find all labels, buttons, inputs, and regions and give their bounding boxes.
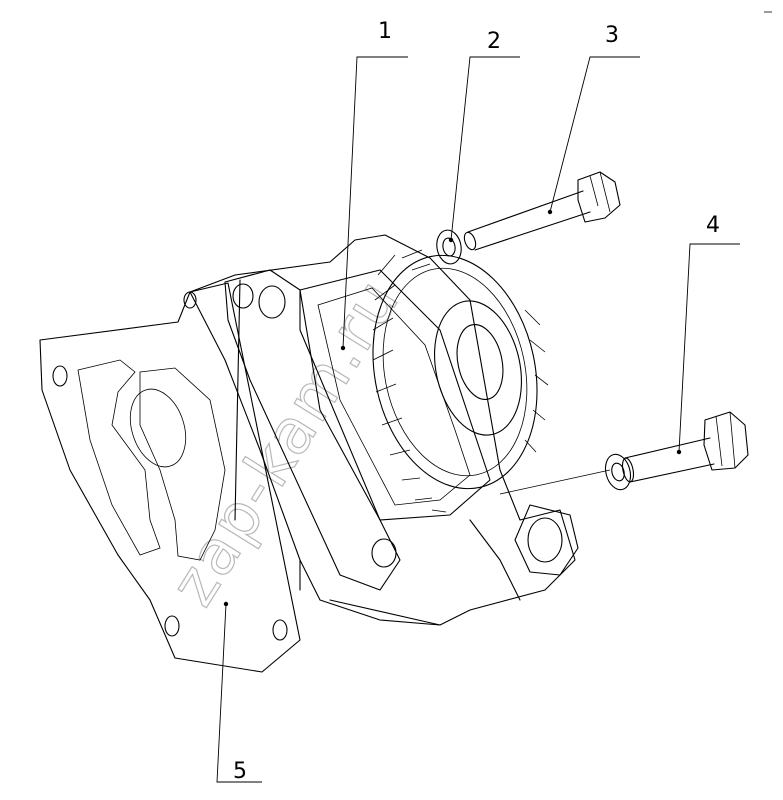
- washer-part: [436, 229, 462, 265]
- gasket-part: [39, 282, 301, 673]
- callout-2: 2: [487, 29, 501, 54]
- leader-dot-3: [547, 209, 553, 215]
- assembly-axis: [499, 469, 611, 495]
- leader-dot-1: [340, 345, 346, 351]
- leader-lines: [216, 56, 740, 783]
- leader-dot-5: [223, 601, 229, 607]
- callout-5: 5: [233, 759, 247, 784]
- leader-dot-4: [676, 449, 682, 455]
- bolt-lower-part: [604, 411, 749, 491]
- callout-4: 4: [706, 213, 720, 238]
- leader-dot-2: [448, 237, 454, 243]
- callout-3: 3: [605, 23, 619, 48]
- drive-gear: [372, 249, 549, 513]
- callout-1: 1: [378, 19, 392, 44]
- pump-body-part: [189, 234, 579, 626]
- bolt-upper-part: [463, 171, 621, 251]
